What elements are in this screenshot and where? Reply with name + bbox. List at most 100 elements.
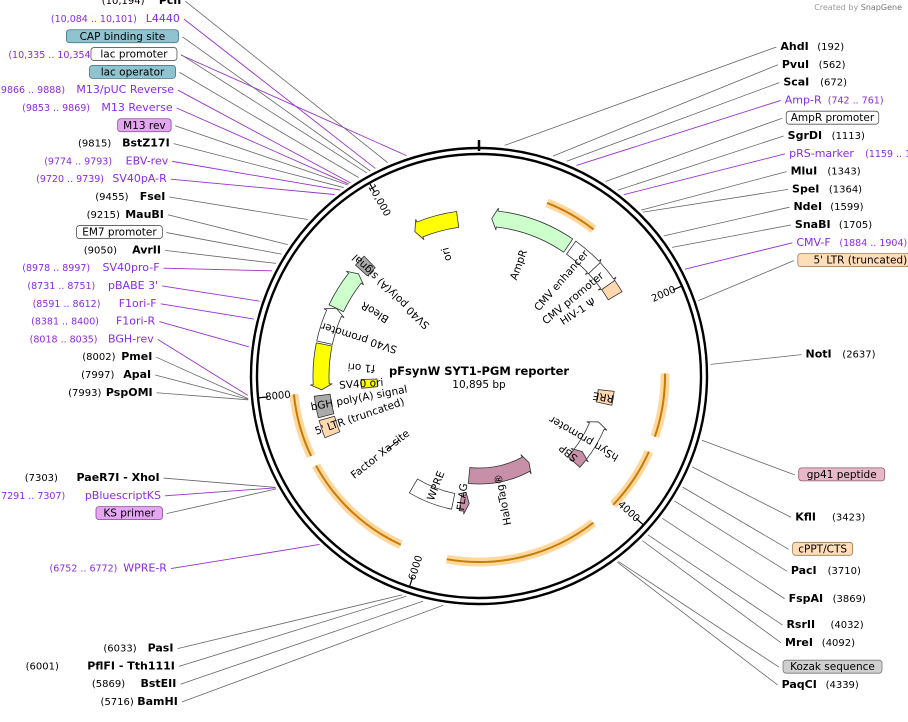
enzyme-name: BstZ17I: [122, 137, 170, 150]
enzyme-name: PmeI: [121, 350, 152, 363]
primer-site[interactable]: M13/pUC Reverse(9866 .. 9888): [0, 83, 174, 96]
label-leader: [642, 540, 782, 644]
enzyme-site[interactable]: BamHI(5716): [101, 695, 178, 708]
enzyme-position: (4339): [826, 680, 859, 691]
primer-site[interactable]: WPRE-R(6752 .. 6772): [49, 562, 167, 575]
label-leader: [166, 232, 282, 255]
enzyme-site[interactable]: ApaI(7997): [81, 368, 151, 381]
label-leader: [164, 249, 277, 264]
primer-site[interactable]: CMV-F(1884 .. 1904): [796, 236, 907, 249]
enzyme-position: (9050): [84, 245, 117, 256]
orf-line: [446, 521, 594, 563]
enzyme-site[interactable]: MreI(4092): [785, 636, 855, 649]
label-leader: [170, 544, 320, 570]
backbone-inner: [255, 152, 703, 600]
primer-site[interactable]: pBABE 3'(8731 .. 8751): [27, 279, 158, 292]
label-leader: [617, 135, 784, 191]
enzyme-site[interactable]: PaeR7I - XhoI(7303): [25, 471, 160, 484]
enzyme-position: (10,194): [102, 0, 145, 7]
enzyme-site[interactable]: SgrDI(1113): [788, 129, 865, 142]
enzyme-site[interactable]: ScaI(672): [783, 76, 847, 89]
enzyme-name: FseI: [140, 190, 166, 203]
enzyme-site[interactable]: SnaBI(1705): [795, 218, 872, 231]
enzyme-site[interactable]: FseI(9455): [95, 190, 165, 203]
primer-site[interactable]: BGH-rev(8018 .. 8035): [30, 332, 155, 345]
enzyme-name: NdeI: [793, 200, 822, 213]
enzyme-position: (4092): [822, 638, 855, 649]
feature-callout[interactable]: KS primer: [95, 506, 163, 521]
enzyme-position: (8002): [82, 352, 115, 363]
feature-arrow: [328, 270, 364, 313]
enzyme-site[interactable]: PmeI (8002): [82, 350, 152, 363]
enzyme-site[interactable]: MauBI(9215): [87, 208, 164, 221]
enzyme-position: (6033): [103, 644, 136, 655]
label-leader: [167, 214, 288, 246]
primer-site[interactable]: L4440(10,084 .. 10,101): [51, 12, 180, 25]
feature-callout[interactable]: EM7 promoter: [76, 225, 163, 239]
primer-site[interactable]: SV40pro-F(8978 .. 8997): [22, 261, 159, 274]
scale-tick: [368, 182, 375, 192]
enzyme-site[interactable]: NdeI(1599): [793, 200, 863, 213]
primer-site[interactable]: pBluescriptKS(7291 .. 7307): [0, 489, 161, 502]
orf-layer: [289, 198, 670, 567]
label-leader: [162, 285, 260, 302]
primer-position: (9720 .. 9739): [36, 174, 104, 185]
label-leader: [183, 18, 376, 169]
primer-site[interactable]: EBV-rev(9774 .. 9793): [44, 154, 169, 167]
feature-callout[interactable]: 5' LTR (truncated): [797, 253, 908, 267]
feature-callout[interactable]: lac operator: [89, 64, 176, 79]
orf-line: [612, 451, 650, 506]
callout-label: 5' LTR (truncated): [813, 255, 907, 267]
label-leader: [177, 594, 403, 649]
enzyme-site[interactable]: AvrII(9050): [84, 243, 161, 256]
enzyme-site[interactable]: KflI(3423): [795, 510, 865, 523]
enzyme-site[interactable]: PaqCI(4339): [782, 678, 859, 691]
primer-site[interactable]: Amp-R(742 .. 761): [785, 93, 884, 106]
enzyme-site[interactable]: PflFI - Tth111I(6001): [26, 659, 175, 672]
enzyme-site[interactable]: AhdI(192): [780, 40, 844, 53]
enzyme-site[interactable]: RsrII(4032): [786, 618, 863, 631]
label-leader: [617, 561, 778, 686]
primer-site[interactable]: pRS-marker(1159 .. 1178): [789, 147, 908, 160]
enzyme-site[interactable]: MluI(1343): [791, 165, 861, 178]
feature-callout[interactable]: CAP binding site: [66, 29, 179, 44]
enzyme-name: MluI: [791, 165, 818, 178]
feature-callout[interactable]: AmpR promoter: [785, 110, 880, 125]
enzyme-site[interactable]: BstEII(5869): [92, 677, 176, 690]
enzyme-site[interactable]: BstZ17I(9815): [78, 137, 170, 150]
enzyme-site[interactable]: PasI(6033): [103, 642, 173, 655]
primer-site[interactable]: F1ori-F(8591 .. 8612): [33, 297, 157, 310]
callout-label: KS primer: [103, 508, 155, 520]
enzyme-position: (2637): [842, 350, 875, 361]
enzyme-site[interactable]: NotI(2637): [805, 348, 875, 361]
feature-callout[interactable]: lac promoter: [90, 47, 178, 61]
enzyme-site[interactable]: SpeI(1364): [792, 182, 862, 195]
enzyme-name: FspAI: [789, 592, 824, 605]
enzyme-site[interactable]: FspAI(3869): [789, 592, 866, 605]
primer-position: (1159 .. 1178): [865, 149, 908, 160]
feature-callout[interactable]: gp41 peptide: [798, 467, 886, 482]
feature-label: BleoR: [359, 299, 391, 325]
enzyme-site[interactable]: PspOMI(7993): [68, 386, 152, 399]
feature-callout[interactable]: M13 rev: [117, 118, 172, 133]
feature-callout[interactable]: Kozak sequence: [782, 659, 883, 674]
callout-label: lac promoter: [100, 49, 168, 61]
scale-label: 6000: [407, 554, 425, 582]
feature-callout[interactable]: cPPT/CTS: [792, 541, 854, 556]
enzyme-name: BamHI: [137, 695, 178, 708]
enzyme-site[interactable]: PciI(10,194): [102, 0, 182, 7]
scale-label: 8000: [265, 390, 291, 403]
scale-tick: [258, 396, 269, 399]
feature-arrow: [310, 342, 333, 391]
primer-site[interactable]: F1ori-R(8381 .. 8400): [31, 315, 155, 328]
enzyme-site[interactable]: PacI(3710): [791, 564, 861, 577]
primer-site[interactable]: M13 Reverse(9853 .. 9869): [22, 101, 173, 114]
enzyme-name: PspOMI: [106, 386, 153, 399]
label-leader: [647, 534, 783, 626]
label-leader: [698, 260, 794, 301]
primer-position: (10,335 .. 10,354): [8, 50, 94, 61]
primer-site[interactable]: SV40pA-R(9720 .. 9739): [36, 172, 167, 185]
label-leader: [641, 171, 787, 211]
enzyme-site[interactable]: PvuI(562): [782, 58, 846, 71]
